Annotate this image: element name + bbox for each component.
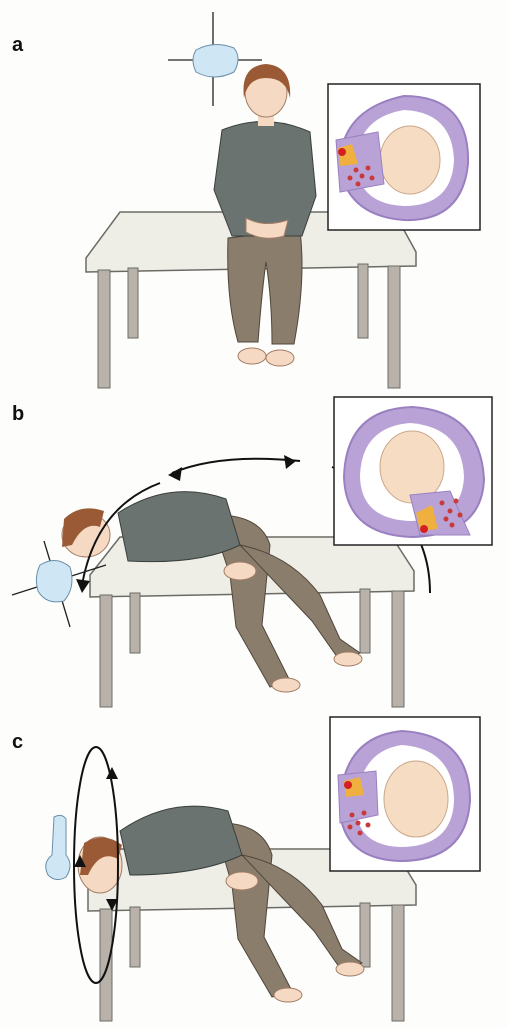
head-orientation-icon [46,815,70,879]
inner-ear-inset-c [330,717,480,871]
panel-c-illustration [0,715,508,1028]
panel-a-illustration [0,0,508,395]
panel-b: b [0,395,508,715]
seated-patient [214,64,316,366]
panel-c: c [0,715,508,1028]
inner-ear-inset-a [328,84,480,230]
panel-a: a [0,0,508,395]
inner-ear-inset-b [334,397,492,545]
panel-b-illustration [0,395,508,715]
